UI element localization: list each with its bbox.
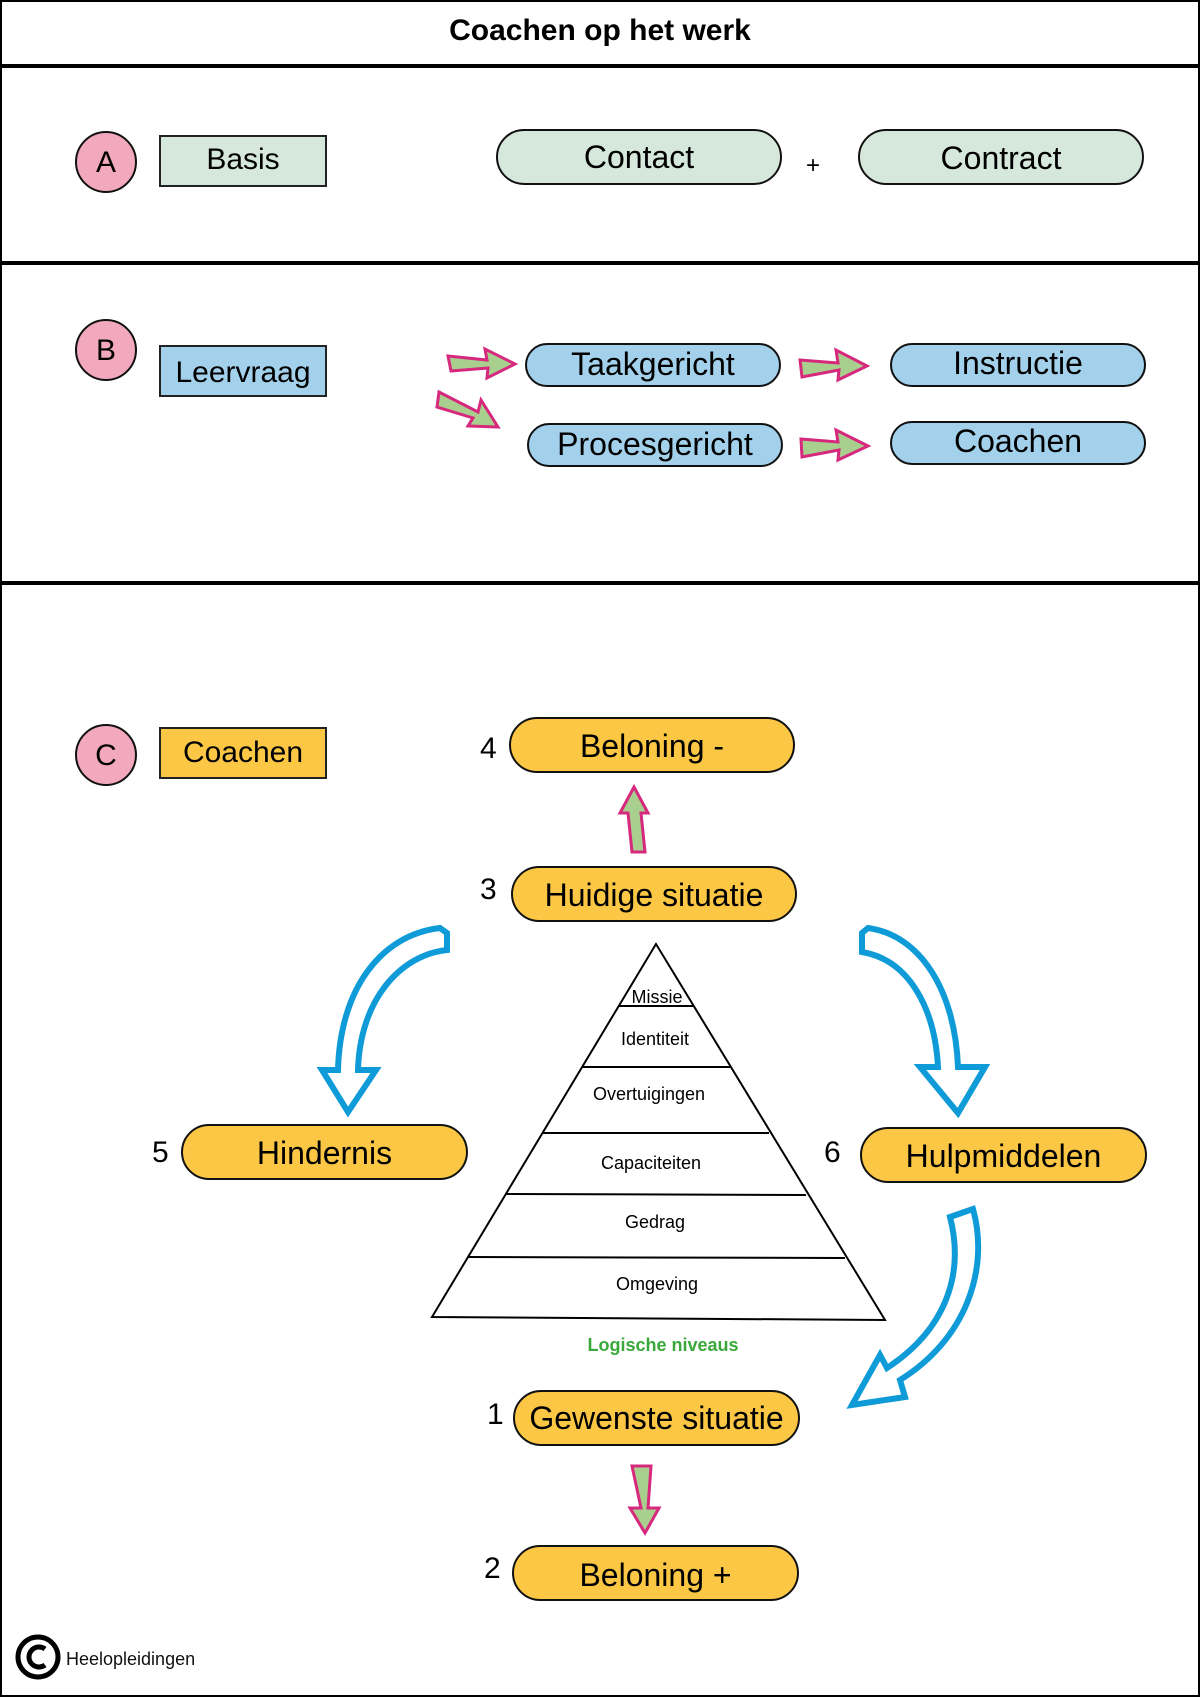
step-number-2: 2 [484, 1552, 501, 1585]
section-b: B Leervraag Taakgericht Instructie Proce… [0, 265, 1200, 585]
curved-arrow-to-hulpmiddelen [859, 924, 991, 1119]
pyramid-level-omgeving: Omgeving [615, 1274, 699, 1294]
huidige-situatie-pill: Huidige situatie [511, 866, 797, 922]
curved-arrow-to-gewenste [846, 1205, 982, 1409]
contract-pill: Contract [858, 129, 1144, 185]
curved-arrow-to-hindernis [316, 924, 450, 1118]
title-bar: Coachen op het werk [0, 0, 1200, 68]
coachen-pill: Coachen [890, 421, 1146, 465]
beloning-min-pill: Beloning - [509, 717, 795, 773]
pyramid-divider-4 [505, 1193, 807, 1196]
small-arrow-taakgericht-to-instructie [798, 347, 871, 383]
instructie-pill: Instructie [890, 343, 1146, 387]
step-number-4: 4 [480, 732, 497, 765]
copyright-owner: Heelopleidingen [66, 1648, 196, 1669]
copyright-icon [14, 1633, 62, 1685]
basis-box: Basis [159, 135, 327, 187]
step-number-3: 3 [480, 873, 497, 906]
small-arrow-to-procesgericht [435, 389, 501, 429]
pyramid-level-overtuigingen: Overtuigingen [592, 1084, 706, 1104]
marker-c: C [75, 724, 137, 786]
gewenste-situatie-pill: Gewenste situatie [513, 1390, 800, 1446]
procesgericht-pill: Procesgericht [527, 423, 783, 467]
marker-a: A [75, 131, 137, 193]
small-arrow-down-to-beloning-plus [627, 1464, 662, 1536]
taakgericht-pill: Taakgericht [525, 343, 781, 387]
diagram-title: Coachen op het werk [449, 14, 751, 47]
beloning-plus-pill: Beloning + [512, 1545, 799, 1601]
coachen-box: Coachen [159, 727, 327, 779]
leervraag-box: Leervraag [159, 345, 327, 397]
small-arrow-to-taakgericht [446, 346, 519, 381]
section-a: A Basis Contact + Contract [0, 68, 1200, 265]
copyright-notice: Heelopleidingen [14, 1633, 195, 1685]
contact-pill: Contact [496, 129, 782, 185]
pyramid-caption: Logische niveaus [587, 1335, 739, 1355]
plus-sign: + [806, 152, 821, 179]
small-arrow-up-to-beloning-min [617, 783, 651, 854]
pyramid-level-capaciteiten: Capaciteiten [600, 1153, 702, 1173]
pyramid-level-gedrag: Gedrag [624, 1212, 686, 1232]
marker-b: B [75, 319, 137, 381]
hindernis-pill: Hindernis [181, 1124, 468, 1180]
pyramid-divider-5 [467, 1256, 846, 1259]
pyramid-level-missie: Missie [631, 987, 683, 1007]
step-number-6: 6 [824, 1136, 841, 1169]
step-number-5: 5 [152, 1136, 169, 1169]
hulpmiddelen-pill: Hulpmiddelen [860, 1127, 1147, 1183]
step-number-1: 1 [487, 1398, 504, 1431]
pyramid-level-identiteit: Identiteit [620, 1029, 690, 1049]
small-arrow-procesgericht-to-coachen [799, 427, 872, 463]
